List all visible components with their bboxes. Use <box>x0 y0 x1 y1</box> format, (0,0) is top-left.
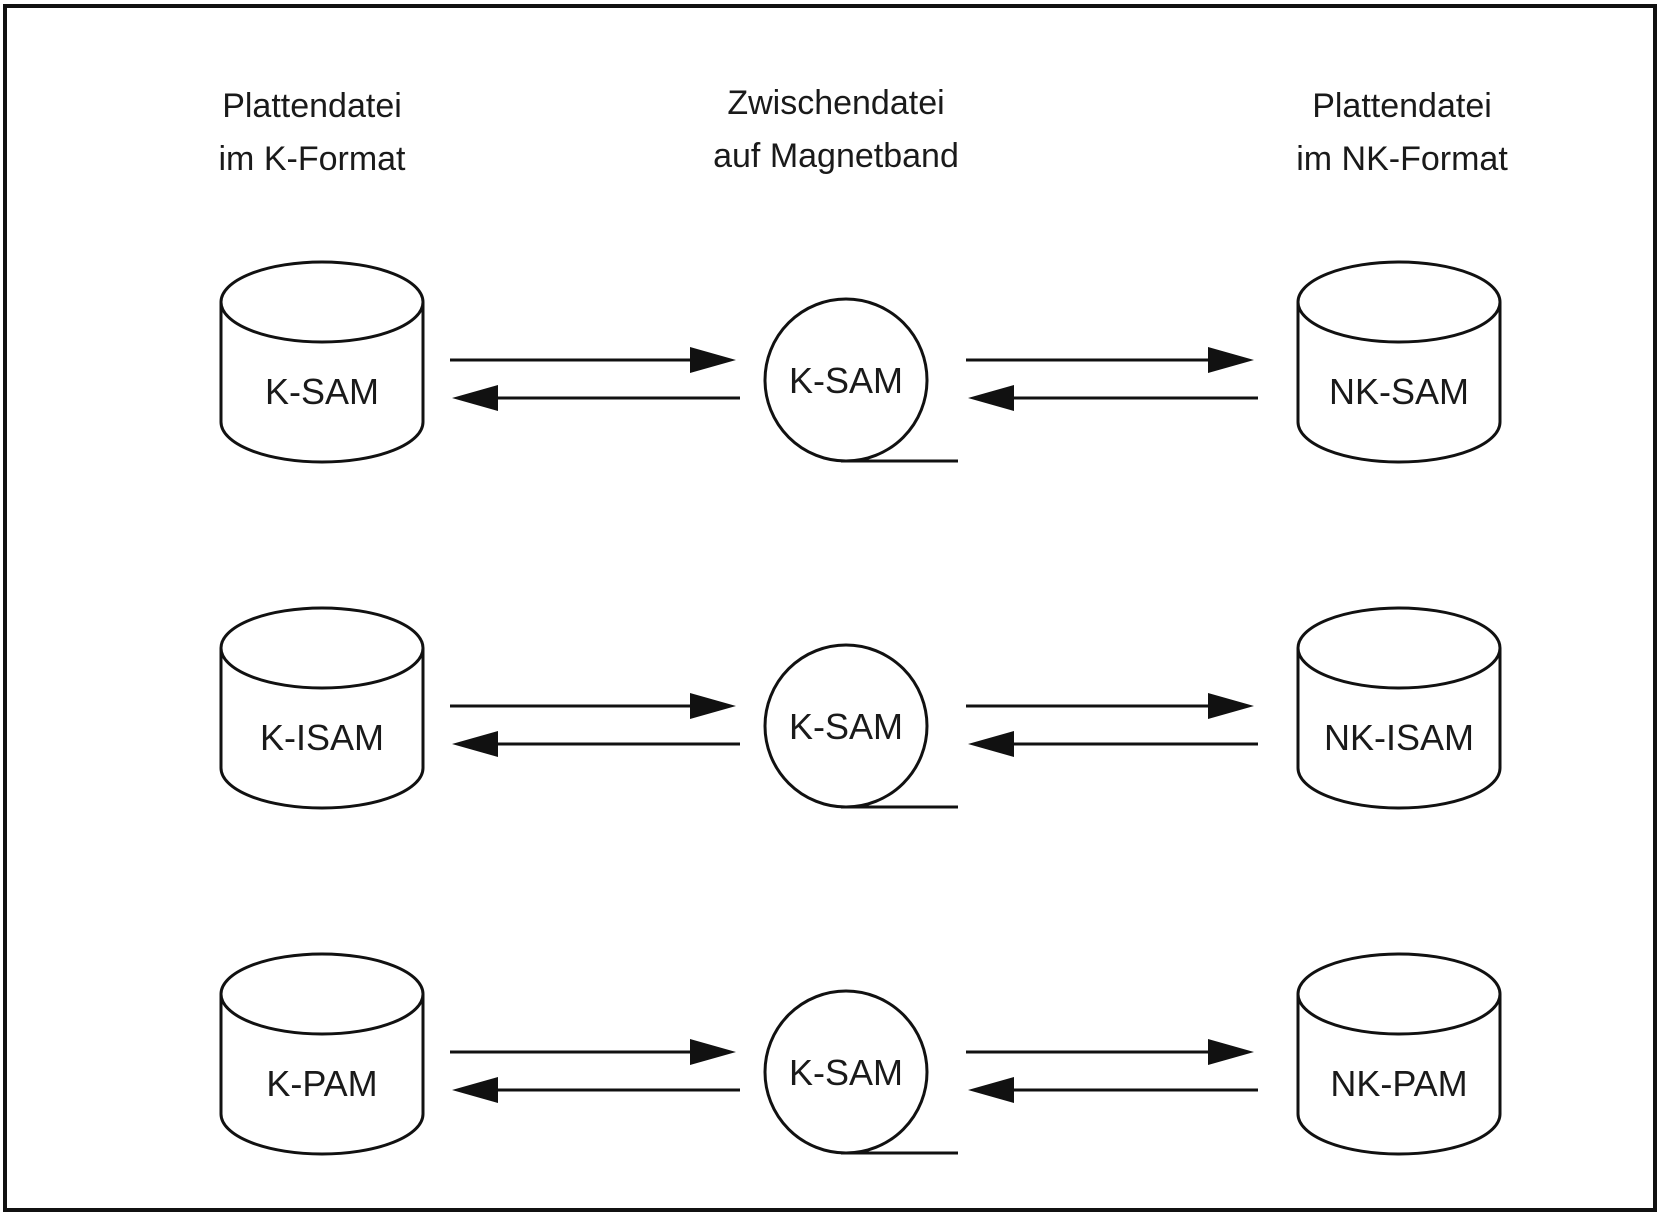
source-disk-1-label: K-SAM <box>265 371 379 412</box>
target-disk-1: NK-SAM <box>1296 260 1502 464</box>
arrow-source-to-tape-2-head <box>690 693 736 719</box>
target-disk-3-top <box>1296 952 1502 1036</box>
arrow-tape-to-source-1-head <box>452 385 498 411</box>
header-right: Plattendatei im NK-Format <box>1296 87 1508 178</box>
arrow-tape-to-target-1 <box>966 347 1254 373</box>
arrow-tape-to-target-2 <box>966 693 1254 719</box>
tape-reel-3: K-SAM <box>763 989 958 1155</box>
arrow-target-to-tape-2 <box>968 731 1258 757</box>
arrow-tape-to-source-2-head <box>452 731 498 757</box>
arrow-tape-to-source-1 <box>452 385 740 411</box>
arrow-target-to-tape-1-head <box>968 385 1014 411</box>
arrow-tape-to-source-3-head <box>452 1077 498 1103</box>
rows-layer: K-SAM NK-SAM K-SAM K-ISAM NK-ISAM K-SAM K-PAM N… <box>219 260 1502 1156</box>
header-right-line-1: Plattendatei <box>1312 87 1492 125</box>
target-disk-1-label: NK-SAM <box>1329 371 1469 412</box>
header-middle-line-1: Zwischendatei <box>727 84 944 122</box>
arrow-tape-to-target-3 <box>966 1039 1254 1065</box>
source-disk-2-body <box>219 648 425 810</box>
source-disk-1: K-SAM <box>219 260 425 464</box>
arrow-target-to-tape-1 <box>968 385 1258 411</box>
tape-reel-3-label: K-SAM <box>789 1052 903 1093</box>
tape-reel-2-label: K-SAM <box>789 706 903 747</box>
target-disk-3-label: NK-PAM <box>1330 1063 1467 1104</box>
arrow-target-to-tape-3-head <box>968 1077 1014 1103</box>
tape-reel-1: K-SAM <box>763 297 958 463</box>
header-middle: Zwischendatei auf Magnetband <box>713 84 959 175</box>
target-disk-2-label: NK-ISAM <box>1324 717 1474 758</box>
arrow-source-to-tape-1-head <box>690 347 736 373</box>
source-disk-3: K-PAM <box>219 952 425 1156</box>
arrow-tape-to-target-2-head <box>1208 693 1254 719</box>
header-left-line-2: im K-Format <box>219 140 407 178</box>
arrow-source-to-tape-2 <box>450 693 736 719</box>
target-disk-2-top <box>1296 606 1502 690</box>
tape-reel-1-label: K-SAM <box>789 360 903 401</box>
arrow-tape-to-target-1-head <box>1208 347 1254 373</box>
header-right-line-2: im NK-Format <box>1296 140 1508 178</box>
target-disk-1-body <box>1296 302 1502 464</box>
arrow-tape-to-source-3 <box>452 1077 740 1103</box>
source-disk-2-top <box>219 606 425 690</box>
source-disk-2-label: K-ISAM <box>260 717 384 758</box>
header-middle-line-2: auf Magnetband <box>713 137 959 175</box>
arrow-tape-to-source-2 <box>452 731 740 757</box>
arrow-target-to-tape-2-head <box>968 731 1014 757</box>
source-disk-3-top <box>219 952 425 1036</box>
source-disk-1-top <box>219 260 425 344</box>
source-disk-3-label: K-PAM <box>266 1063 377 1104</box>
header-left: Plattendatei im K-Format <box>219 87 407 178</box>
tape-reel-2: K-SAM <box>763 643 958 809</box>
source-disk-2: K-ISAM <box>219 606 425 810</box>
source-disk-3-body <box>219 994 425 1156</box>
arrow-target-to-tape-3 <box>968 1077 1258 1103</box>
arrow-tape-to-target-3-head <box>1208 1039 1254 1065</box>
target-disk-2-body <box>1296 648 1502 810</box>
target-disk-3-body <box>1296 994 1502 1156</box>
target-disk-3: NK-PAM <box>1296 952 1502 1156</box>
target-disk-2: NK-ISAM <box>1296 606 1502 810</box>
arrow-source-to-tape-3-head <box>690 1039 736 1065</box>
header-left-line-1: Plattendatei <box>222 87 402 125</box>
arrow-source-to-tape-3 <box>450 1039 736 1065</box>
arrow-source-to-tape-1 <box>450 347 736 373</box>
target-disk-1-top <box>1296 260 1502 344</box>
source-disk-1-body <box>219 302 425 464</box>
